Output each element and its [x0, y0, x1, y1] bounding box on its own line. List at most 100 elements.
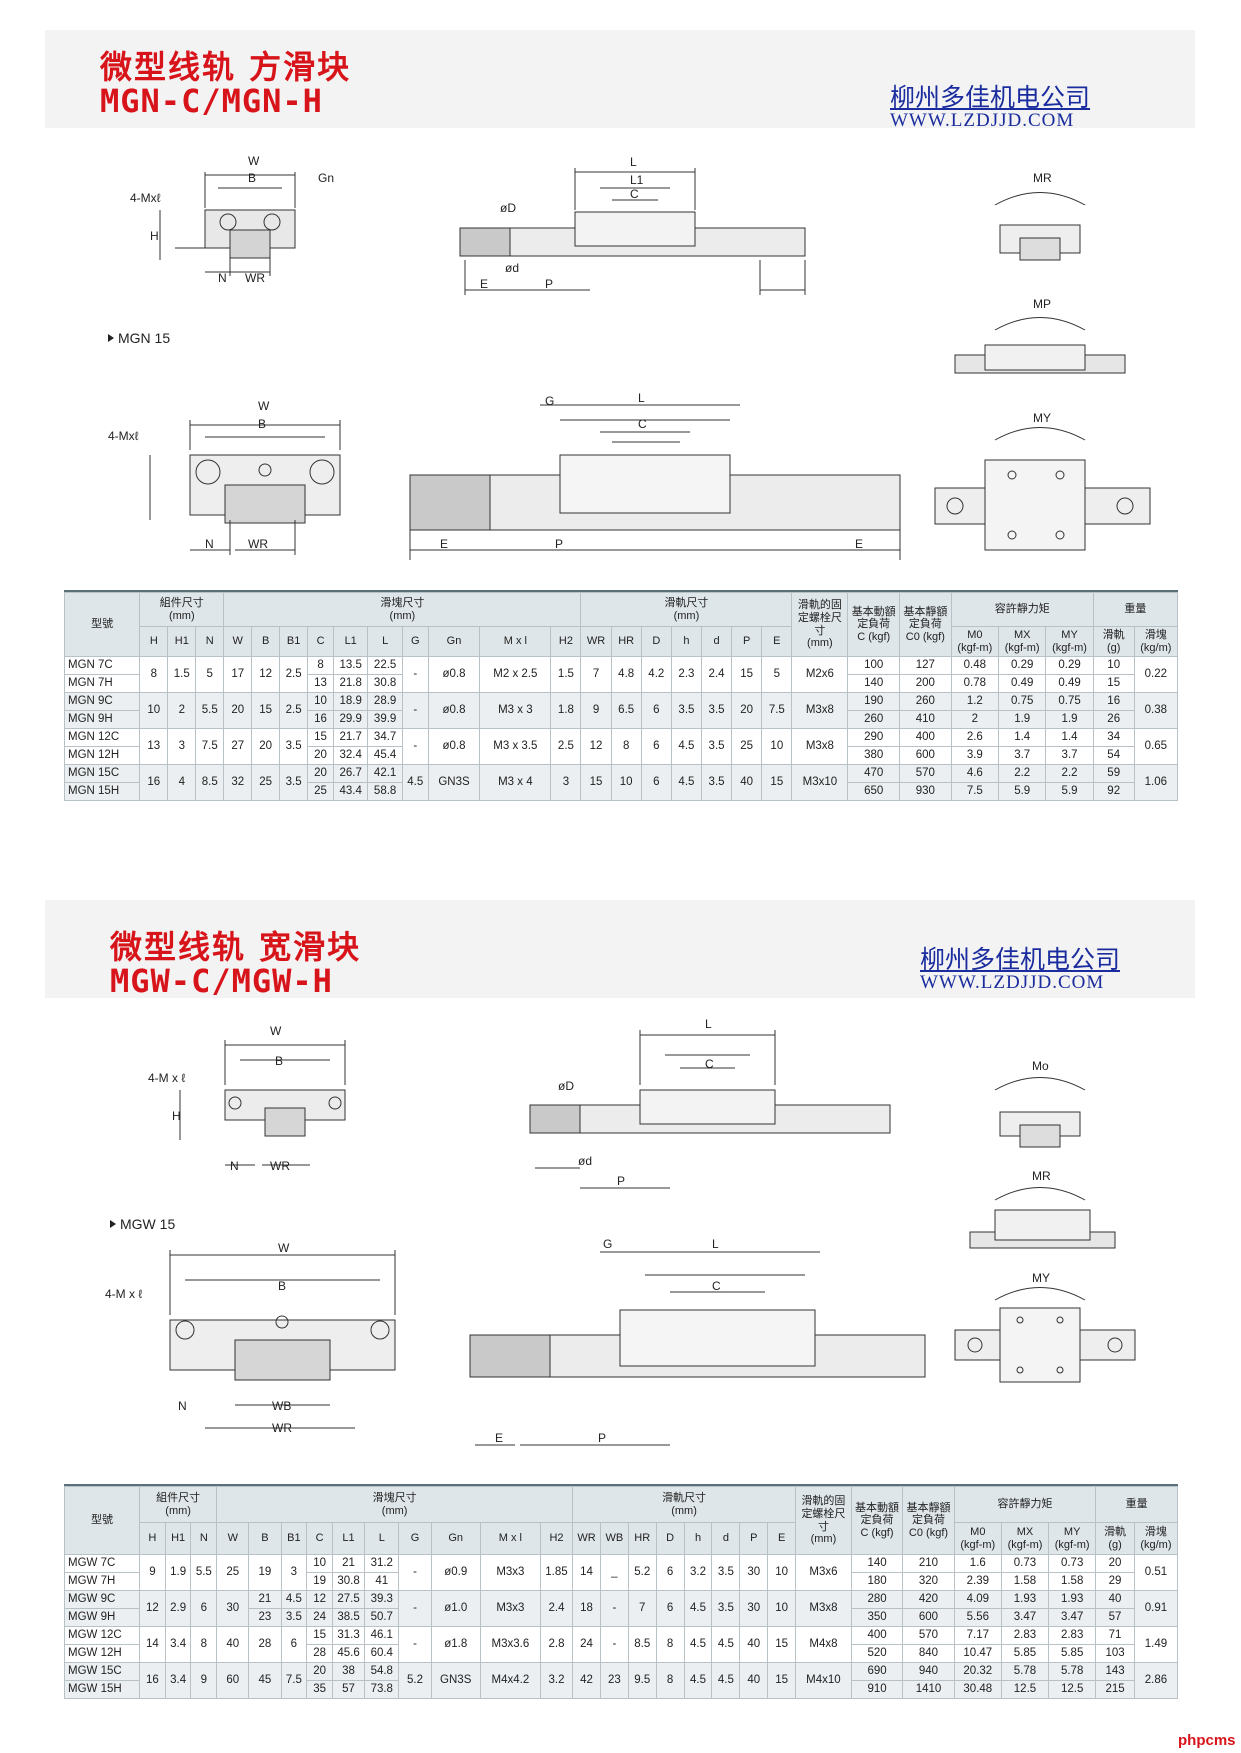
- triangle-icon-2: [110, 1220, 116, 1228]
- th-P: P: [731, 626, 763, 657]
- cell-gn: ø0.8: [427, 692, 481, 729]
- cell-wr: 1.06: [1133, 764, 1179, 801]
- cell-l: 46.1: [364, 1626, 400, 1645]
- cell-l: 42.1: [367, 764, 403, 783]
- dim-L1: L1: [630, 173, 644, 187]
- cell-wr: 12: [580, 728, 612, 765]
- mgn-side-view-drawing: [459, 168, 806, 295]
- cell-h: 3.5: [670, 692, 702, 729]
- cell-hr: 8: [610, 728, 642, 765]
- th-E: E: [761, 626, 793, 657]
- cell-b: 21: [248, 1590, 282, 1609]
- cell-l: 60.4: [364, 1644, 400, 1663]
- mgn15-subtitle-text: MGN 15: [118, 330, 171, 346]
- cell-h: 13: [139, 728, 169, 765]
- cell-d: 6: [640, 728, 672, 765]
- cell-cd: 910: [850, 1680, 904, 1699]
- t2-th-rail-text: 滑軌尺寸: [662, 1491, 707, 1504]
- cell-c: 25: [307, 782, 334, 801]
- cell-wr: 2.86: [1133, 1662, 1179, 1699]
- th-W: W: [223, 626, 253, 657]
- th-B: B: [251, 626, 281, 657]
- dim-E-15: E: [440, 537, 448, 551]
- cell-cd: 280: [850, 1590, 904, 1609]
- section2-company-url[interactable]: WWW.LZDJJD.COM: [920, 972, 1105, 993]
- cell-mr: 30.48: [953, 1680, 1002, 1699]
- cell-b1: 3.5: [280, 1608, 308, 1627]
- moment-mr2-drawing: [969, 1187, 1116, 1249]
- cell-h1: 4: [167, 764, 197, 801]
- cell-model: MGN 9H: [63, 710, 141, 729]
- cell-wb: 71: [1095, 1626, 1135, 1645]
- t2-th-H2: H2: [539, 1522, 574, 1555]
- cell-my: 1.4: [1045, 728, 1094, 747]
- cell-b: 28: [248, 1626, 282, 1663]
- cell-p: 25: [731, 728, 763, 765]
- th-L: L: [367, 626, 403, 657]
- dim-Mxl-mgw: 4-M x ℓ: [148, 1071, 185, 1085]
- cell-wb: 23: [599, 1662, 629, 1699]
- cell-cd: 180: [850, 1572, 904, 1591]
- cell-h2: 1.85: [539, 1554, 574, 1591]
- cell-l1: 21.8: [332, 674, 369, 693]
- cell-mr: 0.48: [950, 656, 1000, 675]
- t2-th-assembly-unit: (mm): [165, 1504, 191, 1517]
- cell-model: MGW 9C: [63, 1590, 141, 1609]
- section2-company-name[interactable]: 柳州多佳机电公司: [920, 945, 1121, 974]
- cell-mp: 0.49: [998, 674, 1047, 693]
- cell-n: 7.5: [195, 728, 225, 765]
- cell-l: 31.2: [364, 1554, 400, 1573]
- cell-wb: 29: [1095, 1572, 1135, 1591]
- th-G: G: [401, 626, 429, 657]
- th-my-text: MY: [1061, 628, 1078, 641]
- dim-C-15: C: [638, 417, 647, 431]
- cell-w: 17: [223, 656, 253, 693]
- table1-top-rule: [64, 590, 1178, 592]
- dim-W-15: W: [258, 399, 270, 413]
- cell-ml: M3 x 4: [479, 764, 552, 801]
- section1-company-name[interactable]: 柳州多佳机电公司: [890, 83, 1091, 112]
- cell-mr: 2.39: [953, 1572, 1002, 1591]
- cell-my: 5.85: [1048, 1644, 1097, 1663]
- t2-th-rail-weight-unit: (g): [1108, 1538, 1122, 1551]
- cell-d: 6: [655, 1590, 685, 1627]
- cell-h: 2.3: [670, 656, 702, 693]
- cell-my: 5.9: [1045, 782, 1094, 801]
- cell-d: 6: [655, 1554, 685, 1591]
- cell-cd: 290: [847, 728, 901, 747]
- cell-wb: -: [599, 1626, 629, 1663]
- cell-wb: _: [599, 1554, 629, 1591]
- cell-wb: -: [599, 1590, 629, 1627]
- cell-h: 4.5: [683, 1626, 713, 1663]
- cell-cd: 190: [847, 692, 901, 711]
- dim-E-mgw15: E: [495, 1431, 503, 1445]
- dim-B-15: B: [258, 417, 266, 431]
- t2-th-assembly-text: 組件尺寸: [156, 1491, 201, 1504]
- section1-company-url[interactable]: WWW.LZDJJD.COM: [890, 110, 1075, 131]
- th-stat-unit: C0 (kgf): [905, 630, 945, 643]
- moment-mo-drawing: [994, 1077, 1086, 1148]
- cell-mr: 3.9: [950, 746, 1000, 765]
- mgw-small-section-drawing: [179, 1040, 346, 1166]
- cell-p: 30: [739, 1590, 769, 1627]
- th-stat-load-text: 基本靜額定負荷: [903, 605, 948, 631]
- watermark: phpcms: [1178, 1732, 1236, 1749]
- cell-b1: 3.5: [279, 728, 309, 765]
- dim-B-mgw: B: [275, 1054, 283, 1068]
- dim-G-15: G: [545, 394, 554, 408]
- cell-bolt: M3x8: [791, 728, 849, 765]
- cell-hr: 10: [610, 764, 642, 801]
- dim-C: C: [630, 187, 639, 201]
- th-rail-text: 滑軌尺寸: [664, 596, 709, 609]
- cell-ml: M2 x 2.5: [479, 656, 552, 693]
- cell-n: 6: [190, 1590, 218, 1627]
- cell-l: 50.7: [364, 1608, 400, 1627]
- dim-D: øD: [500, 201, 516, 215]
- cell-cd: 140: [850, 1554, 904, 1573]
- cell-c0: 570: [899, 764, 952, 783]
